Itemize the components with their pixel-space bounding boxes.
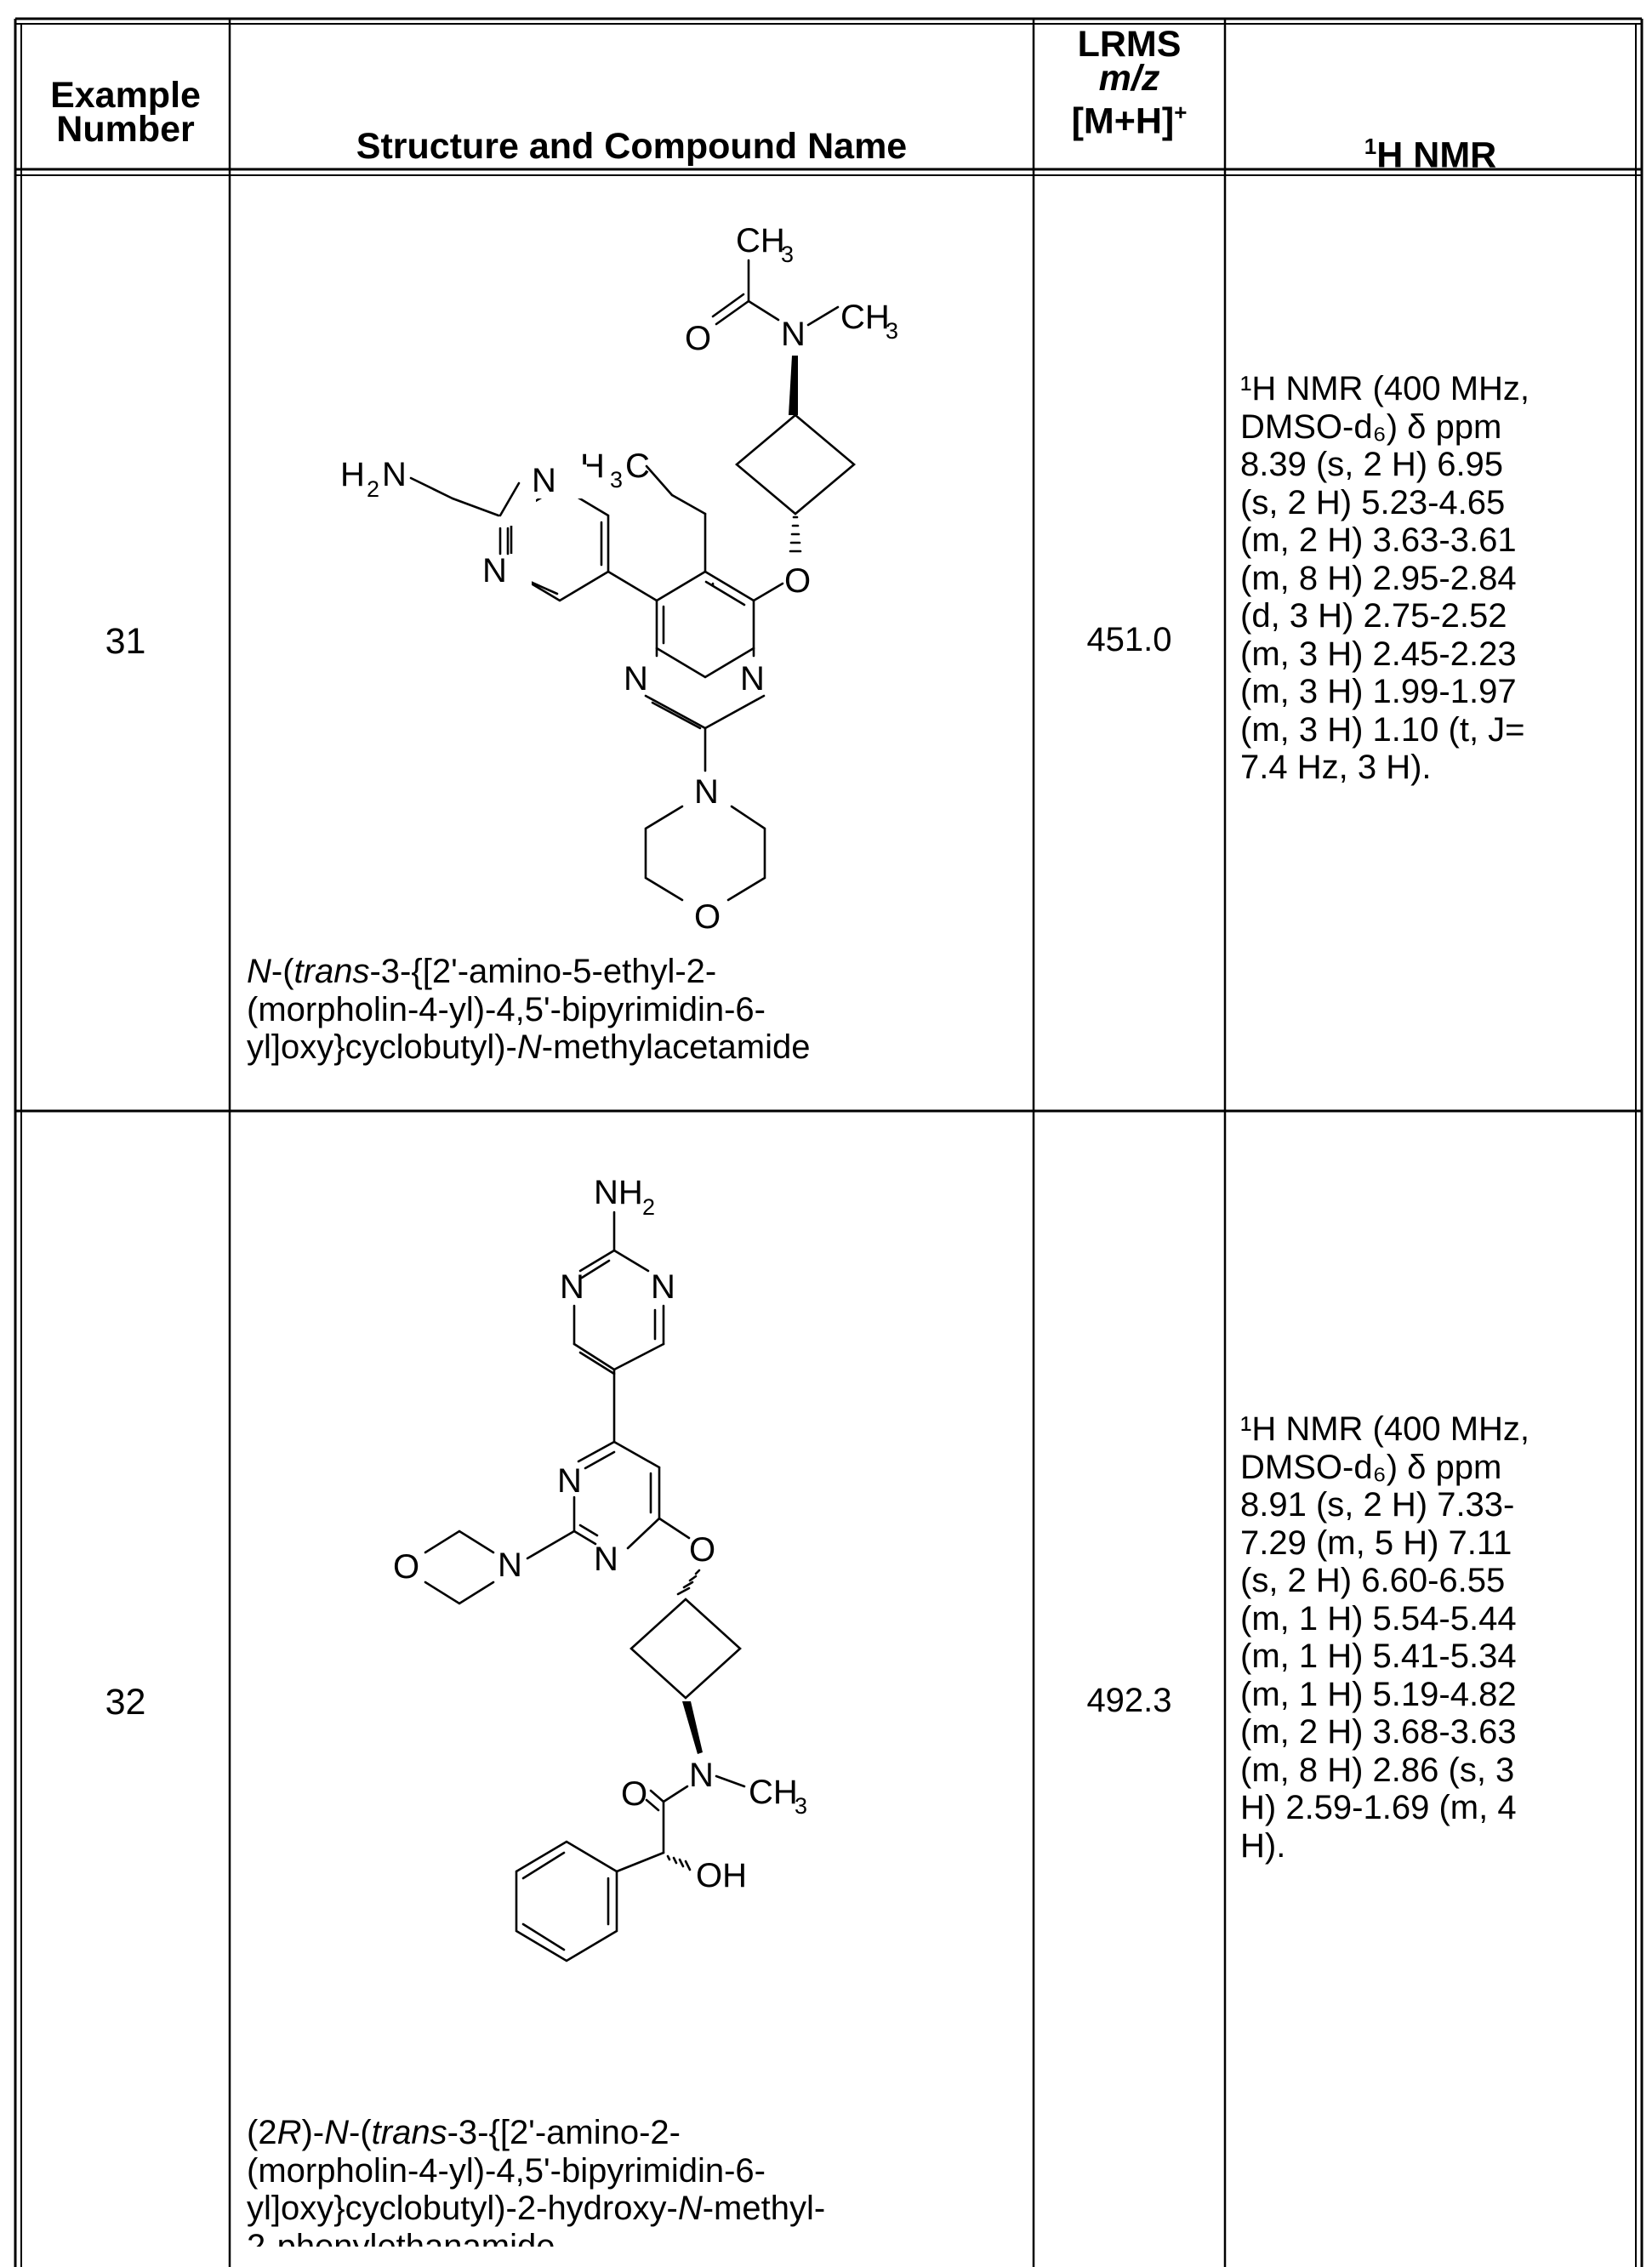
svg-text:N: N [651, 1268, 675, 1306]
svg-text:N: N [498, 1546, 522, 1584]
name-line: (morpholin-4-yl)-4,5'-bipyrimidin-6- [247, 991, 810, 1029]
compound-name-32: (2R)-N-(trans-3-{[2'-amino-2- (morpholin… [247, 2114, 825, 2247]
nmr-data-32: ¹H NMR (400 MHz, DMSO-d₆) δ ppm 8.91 (s,… [1240, 1410, 1640, 1865]
lrms-value-31: 451.0 [1029, 621, 1229, 659]
svg-text:H: H [340, 456, 365, 493]
name-line: yl]oxy}cyclobutyl)-2-hydroxy-N-methyl- [247, 2190, 825, 2228]
lrms-value-32: 492.3 [1029, 1682, 1229, 1720]
svg-text:N: N [560, 1268, 584, 1306]
svg-text:2: 2 [367, 476, 379, 502]
svg-text:N: N [694, 773, 719, 811]
svg-text:N: N [482, 552, 507, 590]
svg-text:O: O [784, 562, 811, 600]
svg-text:N: N [781, 316, 806, 353]
svg-text:NH: NH [594, 1174, 643, 1211]
svg-text:3: 3 [610, 467, 623, 493]
svg-text:N: N [532, 462, 556, 499]
header-example-number: Example Number [21, 78, 230, 146]
svg-text:O: O [689, 1531, 715, 1569]
header-lrms: LRMS m/z [M+H]+ [1034, 27, 1225, 138]
svg-text:O: O [685, 320, 711, 357]
name-line: yl]oxy}cyclobutyl)-N-methylacetamide [247, 1028, 810, 1067]
name-line: 2-phenylethanamide [247, 2228, 825, 2247]
svg-text:O: O [694, 898, 721, 936]
svg-text:3: 3 [795, 1793, 807, 1819]
table-row-example-number: 31 [21, 621, 230, 663]
header-nmr: 1H NMR [1225, 129, 1636, 172]
name-line: (morpholin-4-yl)-4,5'-bipyrimidin-6- [247, 2152, 825, 2190]
svg-text:O: O [621, 1775, 647, 1813]
compound-name-31: N-(trans-3-{[2'-amino-5-ethyl-2- (morpho… [247, 953, 810, 1067]
name-line: N-(trans-3-{[2'-amino-5-ethyl-2- [247, 953, 810, 991]
svg-text:CH: CH [749, 1774, 798, 1811]
svg-text:N: N [594, 1541, 618, 1578]
structure-diagram-31: CH 3 O N CH 3 O N N [230, 175, 1034, 941]
svg-text:O: O [393, 1548, 419, 1586]
svg-text:CH: CH [736, 222, 785, 259]
nmr-data-31: ¹H NMR (400 MHz, DMSO-d₆) δ ppm 8.39 (s,… [1240, 370, 1640, 787]
name-line: (2R)-N-(trans-3-{[2'-amino-2- [247, 2114, 825, 2152]
svg-text:CH: CH [840, 299, 890, 336]
svg-text:3: 3 [886, 318, 898, 344]
svg-text:N: N [557, 1462, 582, 1500]
structure-diagram-32: NH 2 N N N N O N O [230, 1114, 1034, 2118]
svg-text:N: N [689, 1757, 714, 1794]
svg-text:N: N [740, 660, 765, 698]
svg-text:3: 3 [781, 242, 794, 267]
svg-text:N: N [624, 660, 648, 698]
svg-text:OH: OH [696, 1857, 747, 1894]
svg-text:N: N [382, 456, 407, 493]
table-row-example-number: 32 [21, 1682, 230, 1723]
svg-text:2: 2 [642, 1194, 655, 1220]
header-structure: Structure and Compound Name [230, 129, 1034, 163]
